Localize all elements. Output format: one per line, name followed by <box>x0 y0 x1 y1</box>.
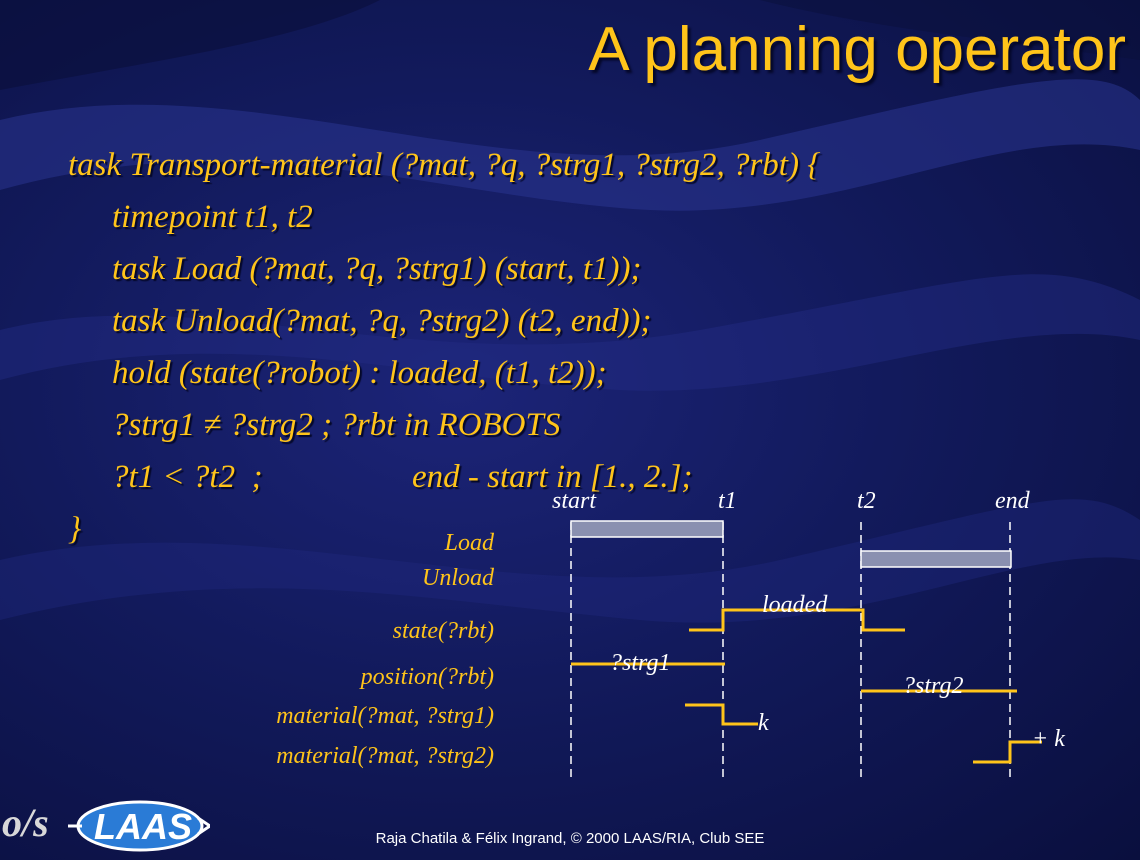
material-strg1-signal <box>685 703 758 726</box>
code-line-5: hold (state(?robot) : loaded, (t1, t2)); <box>112 355 607 391</box>
material-strg2-signal <box>973 740 1042 764</box>
code-line-7-constraint: end - start in [1., 2.]; <box>412 459 693 495</box>
row-label-material-strg1: material(?mat, ?strg1) <box>276 703 494 729</box>
code-line-4: task Unload(?mat, ?q, ?strg2) (t2, end))… <box>112 303 652 339</box>
material-strg1-label: k <box>758 710 769 736</box>
code-line-close: } <box>68 511 82 547</box>
position-label-strg1: ?strg1 <box>610 650 670 676</box>
laas-logo: o/s LAAS <box>2 800 210 852</box>
load-task-bar <box>570 520 724 538</box>
operator-code: task Transport-material (?mat, ?q, ?strg… <box>68 147 821 547</box>
material-strg2-label: + k <box>1032 726 1065 752</box>
code-line-3: task Load (?mat, ?q, ?strg1) (start, t1)… <box>112 251 642 287</box>
row-label-unload: Unload <box>422 565 495 591</box>
row-label-load: Load <box>444 530 495 556</box>
timepoint-start: start <box>552 488 597 514</box>
slide-title: A planning operator <box>588 15 1126 84</box>
timepoint-t1: t1 <box>718 488 737 514</box>
code-line-7: ?t1 < ?t2 ; <box>112 459 263 495</box>
row-label-position: position(?rbt) <box>359 664 494 690</box>
slide-footer: Raja Chatila & Félix Ingrand, © 2000 LAA… <box>375 830 765 847</box>
code-line-2: timepoint t1, t2 <box>112 199 313 235</box>
timepoint-t2: t2 <box>857 488 876 514</box>
logo-laas-text: LAAS <box>94 806 192 847</box>
state-signal <box>689 608 905 632</box>
code-line-6: ?strg1 ≠ ?strg2 ; ?rbt in ROBOTS <box>112 407 561 443</box>
code-line-1: task Transport-material (?mat, ?q, ?strg… <box>68 147 821 183</box>
timepoint-end: end <box>995 488 1031 514</box>
row-label-material-strg2: material(?mat, ?strg2) <box>276 743 494 769</box>
unload-task-bar <box>860 550 1012 568</box>
logo-left-mark: o/s <box>2 800 49 845</box>
position-label-strg2: ?strg2 <box>903 673 963 699</box>
row-label-state: state(?rbt) <box>393 618 494 644</box>
state-label-loaded: loaded <box>762 592 828 618</box>
